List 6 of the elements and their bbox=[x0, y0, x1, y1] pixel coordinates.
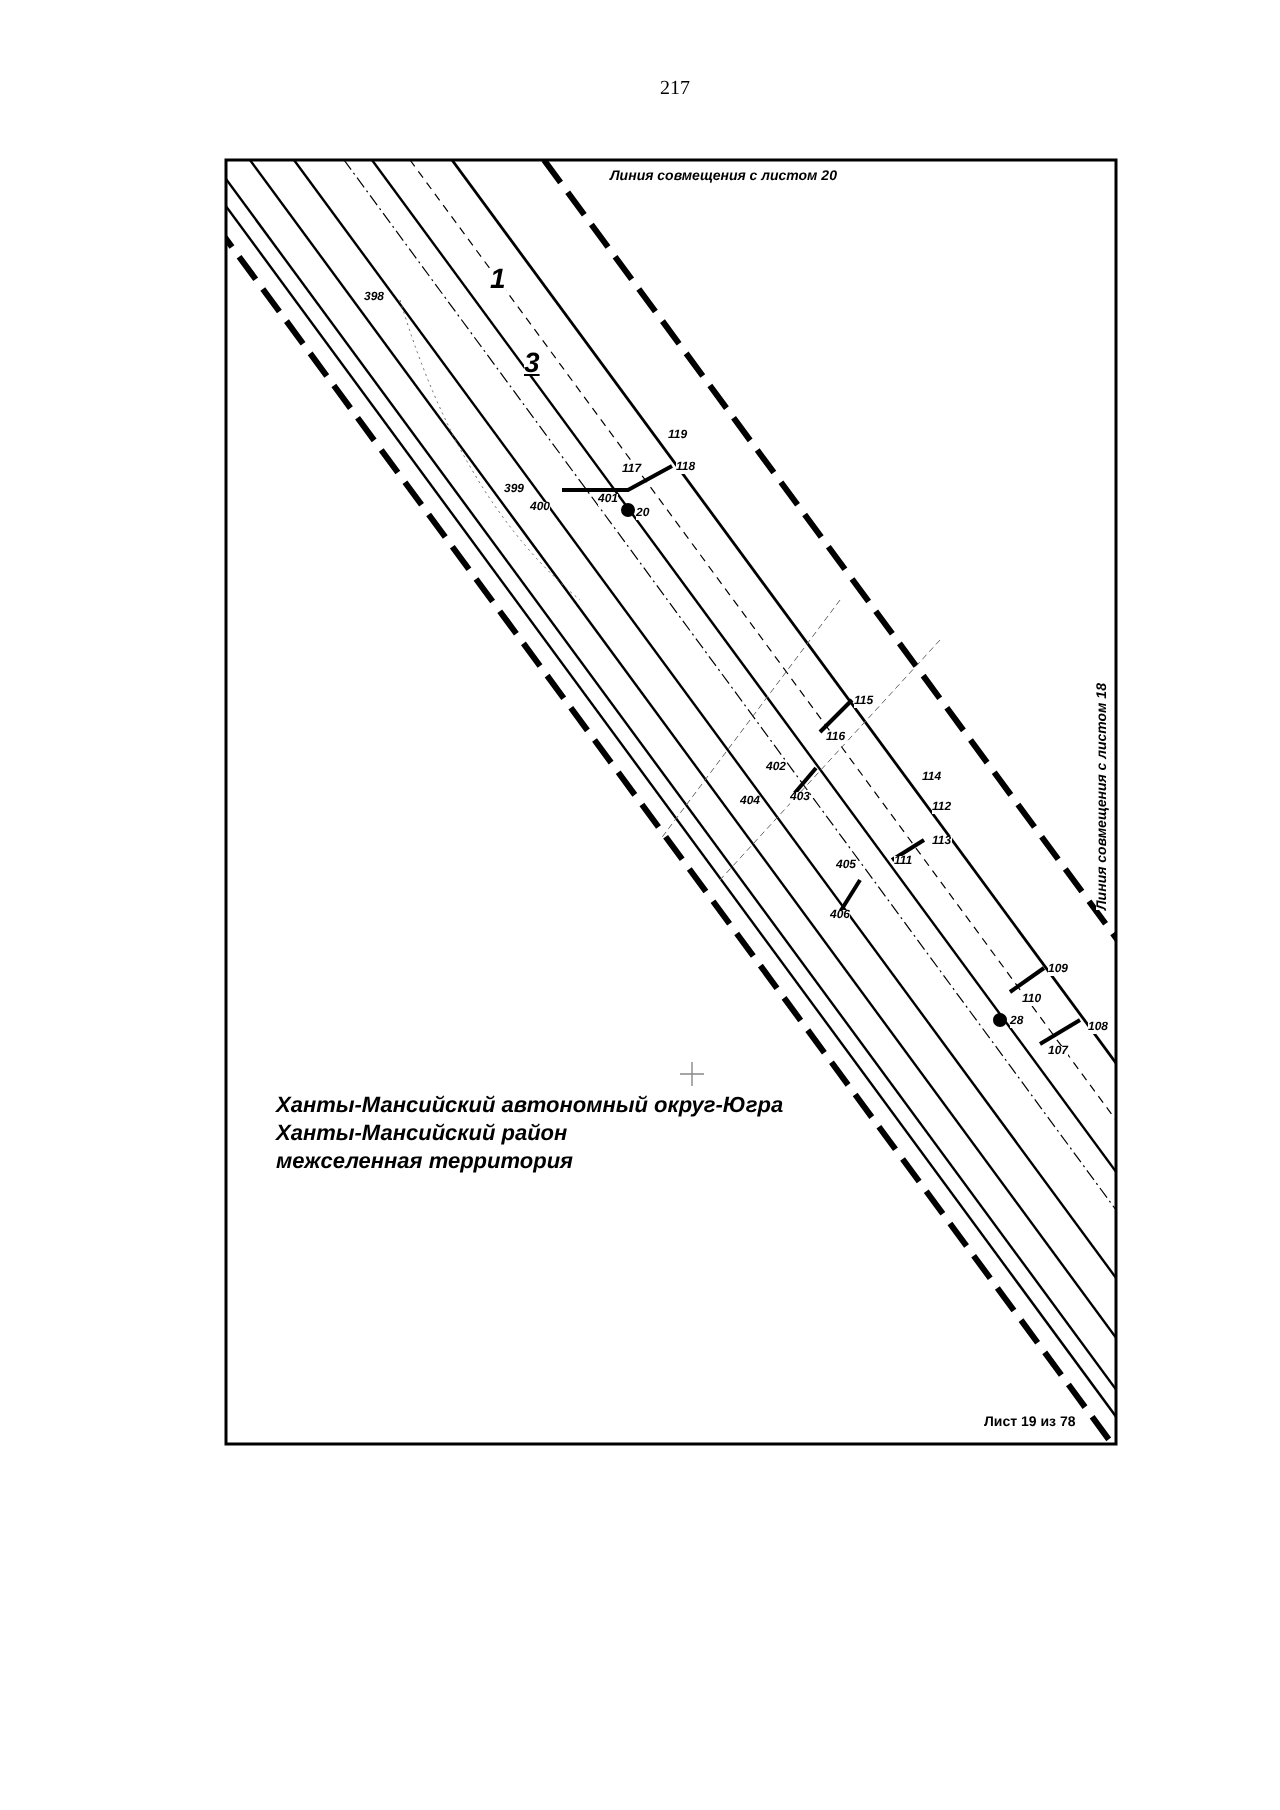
plot-number: 3 bbox=[524, 348, 540, 376]
page-number: 217 bbox=[660, 80, 690, 100]
plot-number: 1 bbox=[490, 264, 506, 292]
territory-label: Ханты-Мансийский автономный округ-Югра bbox=[276, 1096, 784, 1118]
territory-label: Ханты-Мансийский район bbox=[276, 1124, 568, 1146]
territory-label: межселенная территория bbox=[276, 1152, 574, 1174]
